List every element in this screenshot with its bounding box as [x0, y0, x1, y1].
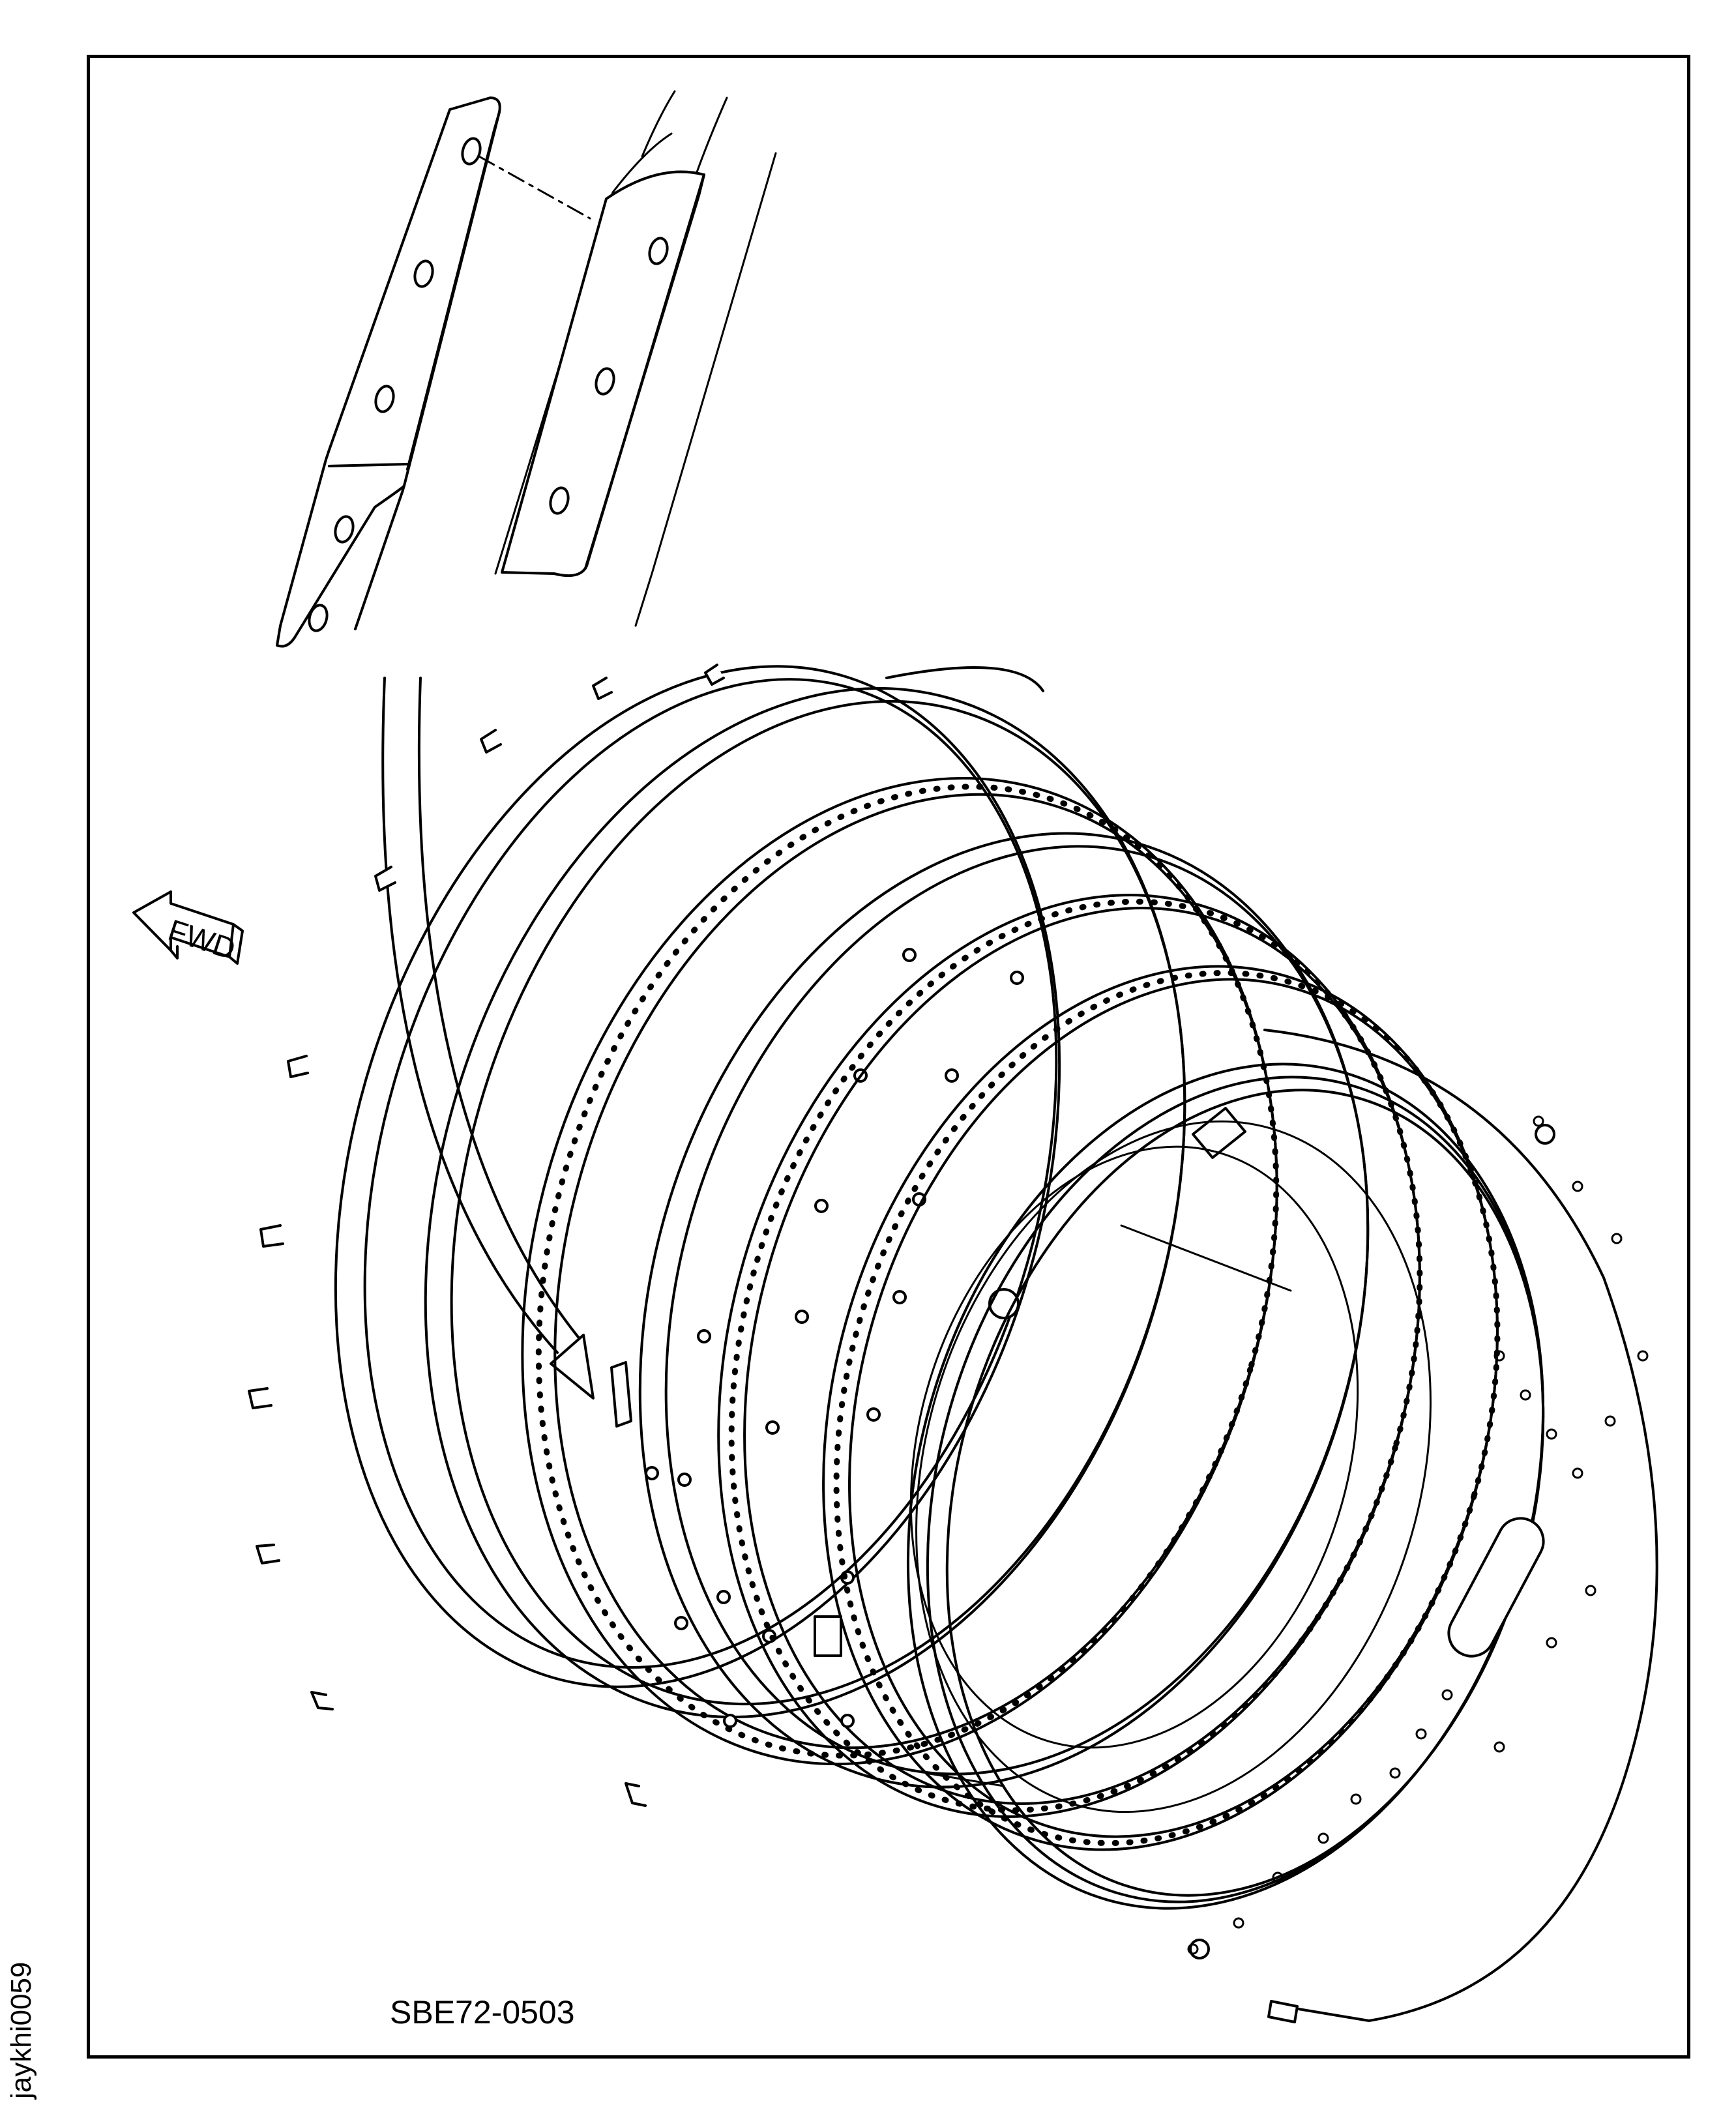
figure-reference-code: SBE72-0503	[390, 1994, 575, 2031]
outer-case-body	[424, 666, 1186, 1719]
doubler-strap	[276, 96, 501, 648]
perforated-flange-ring-1	[521, 776, 1280, 1766]
drawing-frame	[87, 55, 1690, 2059]
forward-flange-ring	[248, 664, 1061, 1710]
combustion-case-assembly	[248, 664, 1658, 2023]
mid-case-with-bosses	[610, 832, 1370, 1807]
alignment-dashed-line	[478, 155, 591, 220]
perforated-flange-ring-2	[717, 894, 1423, 1818]
aft-case-barrel	[906, 1029, 1658, 2023]
flange-section-detail	[494, 90, 777, 627]
curved-callout-arrow	[381, 677, 595, 1400]
figure-side-identifier: jaykhi0059	[5, 1961, 37, 2099]
fwd-arrow-icon: FWD	[132, 890, 244, 966]
